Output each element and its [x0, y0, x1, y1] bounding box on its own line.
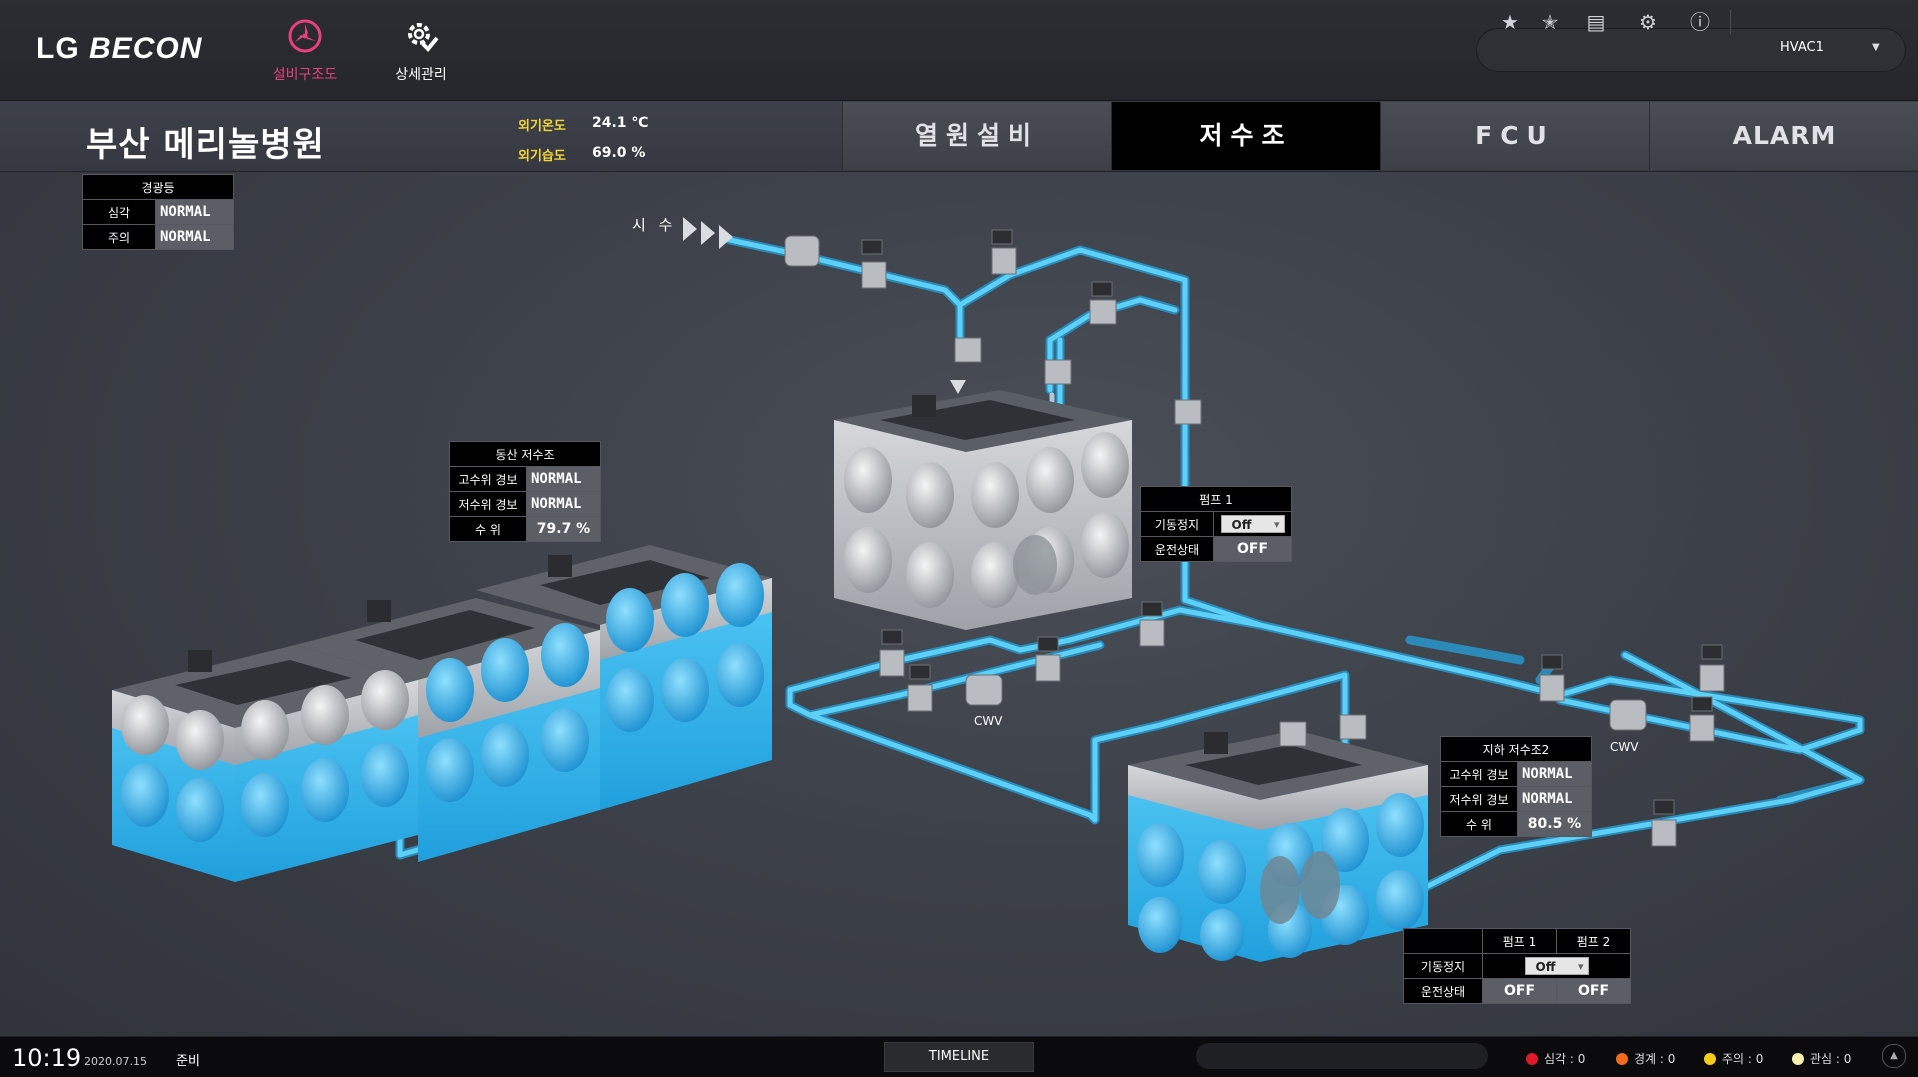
dongsan-water-tank [112, 545, 772, 882]
favorite-dropdown-icon[interactable]: ★ [1501, 10, 1519, 34]
alarm-interest-count[interactable]: 관심 : 0 [1792, 1050, 1851, 1067]
alert-icon[interactable]: ⓘ [1690, 10, 1710, 34]
caution-dot-icon [1704, 1053, 1716, 1065]
alarm-critical-count[interactable]: 심각 : 0 [1526, 1050, 1585, 1067]
flow-arrows [683, 217, 966, 426]
alarm-caution-label: 주의 : 0 [1722, 1052, 1764, 1066]
cwv-label-1: CWV [974, 714, 1003, 728]
outdoor-temp-label: 외기온도 [518, 119, 566, 134]
basement-high-level-value: NORMAL [1517, 761, 1592, 787]
clock-time: 10:19 [12, 1044, 82, 1072]
nav-detail-management[interactable]: 상세관리 [366, 16, 476, 84]
bottom-pump1-run-value: OFF [1482, 978, 1557, 1004]
bottom-pump-start-label: 기동정지 [1403, 953, 1483, 979]
system-select[interactable]: HVAC1 [1780, 40, 1824, 55]
top-pump-run-value: OFF [1213, 536, 1292, 562]
bottom-pump2-run-value: OFF [1556, 978, 1631, 1004]
basement-low-level-value: NORMAL [1517, 786, 1592, 812]
alarm-interest-label: 관심 : 0 [1810, 1052, 1852, 1066]
equipment-diagram-icon [288, 19, 322, 53]
tab-fcu[interactable]: FCU [1380, 102, 1649, 170]
app-logo: LG BECON [36, 32, 202, 66]
detail-settings-icon [408, 23, 439, 52]
toolbar-divider [1730, 10, 1731, 34]
basement-high-level-label: 고수위 경보 [1440, 761, 1518, 787]
basement-water-tank-2 [1128, 730, 1428, 962]
top-pump-panel: 펌프 1 기동정지 Off 운전상태 OFF [1140, 486, 1292, 562]
bottom-pump1-title: 펌프 1 [1482, 928, 1557, 954]
cwv-label-2: CWV [1610, 740, 1639, 754]
tab-alarm[interactable]: ALARM [1649, 102, 1918, 170]
bottom-pump-run-label: 운전상태 [1403, 978, 1483, 1004]
clock-date: 2020.07.15 [84, 1055, 147, 1068]
warning-light-panel: 경광등 심각 NORMAL 주의 NORMAL [82, 174, 234, 250]
warning-caution-value: NORMAL [155, 224, 234, 250]
site-title: 부산 메리놀병원 [86, 125, 325, 165]
warning-caution-label: 주의 [82, 224, 156, 250]
dongsan-high-level-label: 고수위 경보 [449, 466, 527, 492]
basement-level-label: 수 위 [1440, 811, 1518, 837]
interest-dot-icon [1792, 1053, 1804, 1065]
dongsan-low-level-value: NORMAL [526, 491, 601, 517]
basement-tank2-panel: 지하 저수조2 고수위 경보 NORMAL 저수위 경보 NORMAL 수 위 … [1440, 736, 1592, 837]
top-pump-start-cell: Off [1213, 511, 1292, 537]
outdoor-humidity-label: 외기습도 [518, 149, 566, 164]
clipboard-icon[interactable]: ▤ [1586, 10, 1606, 34]
timeline-button[interactable]: TIMELINE [884, 1042, 1034, 1072]
basement-low-level-label: 저수위 경보 [1440, 786, 1518, 812]
basement-tank2-title: 지하 저수조2 [1440, 736, 1592, 762]
dongsan-tank-panel: 동산 저수조 고수위 경보 NORMAL 저수위 경보 NORMAL 수 위 7… [449, 441, 601, 542]
alarm-alert-label: 경계 : 0 [1634, 1052, 1676, 1066]
gear-icon[interactable]: ⚙ [1639, 10, 1657, 34]
warning-critical-label: 심각 [82, 199, 156, 225]
outdoor-humidity-value: 69.0 % [592, 145, 646, 161]
status-text: 준비 [176, 1054, 200, 1069]
logo-brand: BECON [89, 32, 203, 65]
critical-dot-icon [1526, 1053, 1538, 1065]
valves [784, 229, 1725, 847]
top-pump-run-label: 운전상태 [1140, 536, 1214, 562]
nav-equipment-diagram-label: 설비구조도 [272, 67, 338, 83]
message-bar [1196, 1043, 1488, 1069]
nav-equipment-diagram[interactable]: 설비구조도 [250, 16, 360, 84]
tab-heat-source[interactable]: 열원설비 [842, 102, 1111, 170]
favorite-settings-icon[interactable]: ✭ [1541, 10, 1559, 34]
logo-prefix: LG [36, 32, 80, 65]
bottom-pump2-title: 펌프 2 [1556, 928, 1631, 954]
bottom-pump-corner [1403, 928, 1483, 954]
basement-level-value: 80.5 % [1517, 811, 1592, 837]
chevron-up-icon[interactable]: ▲ [1882, 1044, 1906, 1068]
dongsan-tank-title: 동산 저수조 [449, 441, 601, 467]
chevron-down-icon[interactable]: ▼ [1872, 42, 1880, 53]
tab-water-tank[interactable]: 저수조 [1111, 102, 1380, 170]
top-water-tank [834, 390, 1132, 630]
alarm-critical-label: 심각 : 0 [1544, 1052, 1586, 1066]
warning-critical-value: NORMAL [155, 199, 234, 225]
top-pump-start-select[interactable]: Off [1220, 515, 1285, 534]
bottom-pump-start-cell: Off [1482, 953, 1631, 979]
city-water-label: 시 수 [632, 216, 677, 234]
bottom-pump-panel: 펌프 1 펌프 2 기동정지 Off 운전상태 OFF OFF [1403, 928, 1631, 1004]
alert-dot-icon [1616, 1053, 1628, 1065]
top-pump-title: 펌프 1 [1140, 486, 1292, 512]
bottom-pump-start-select[interactable]: Off [1524, 957, 1589, 976]
alarm-alert-count[interactable]: 경계 : 0 [1616, 1050, 1675, 1067]
top-pump-start-label: 기동정지 [1140, 511, 1214, 537]
outdoor-temp-value: 24.1 ℃ [592, 115, 649, 131]
dongsan-low-level-label: 저수위 경보 [449, 491, 527, 517]
nav-detail-management-label: 상세관리 [395, 67, 447, 83]
warning-light-title: 경광등 [82, 174, 234, 200]
dongsan-level-label: 수 위 [449, 516, 527, 542]
dongsan-level-value: 79.7 % [526, 516, 601, 542]
toolbar [1476, 28, 1906, 72]
dongsan-high-level-value: NORMAL [526, 466, 601, 492]
alarm-caution-count[interactable]: 주의 : 0 [1704, 1050, 1763, 1067]
